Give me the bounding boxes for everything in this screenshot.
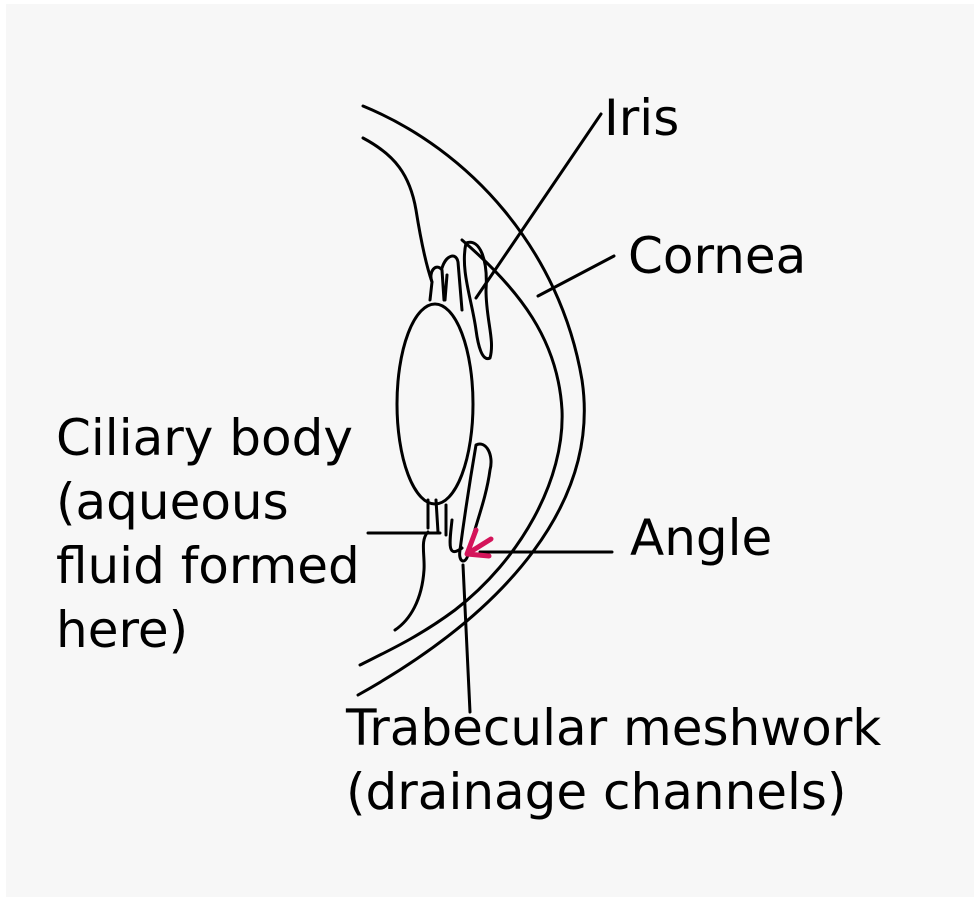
lens-shape — [397, 304, 473, 504]
label-trabecular-line: (drainage channels) — [346, 760, 881, 824]
label-angle: Angle — [630, 506, 772, 570]
iris-upper-shape — [464, 242, 491, 358]
label-ciliary-body-line: fluid formed — [56, 534, 360, 598]
ciliary-upper-folds — [430, 256, 462, 310]
label-trabecular-meshwork: Trabecular meshwork (drainage channels) — [346, 696, 881, 824]
label-ciliary-body-line: Ciliary body — [56, 406, 360, 470]
label-ciliary-body-line: here) — [56, 598, 360, 662]
iris-pointer-line — [476, 114, 601, 298]
cornea-outer-outline — [358, 106, 584, 695]
label-cornea: Cornea — [628, 224, 806, 288]
label-iris: Iris — [604, 86, 679, 150]
label-ciliary-body-line: (aqueous — [56, 470, 360, 534]
label-trabecular-line: Trabecular meshwork — [346, 696, 881, 760]
label-ciliary-body: Ciliary body (aqueous fluid formed here) — [56, 406, 360, 662]
trabecular-pointer-line — [463, 565, 470, 712]
cornea-pointer-line — [538, 256, 614, 296]
